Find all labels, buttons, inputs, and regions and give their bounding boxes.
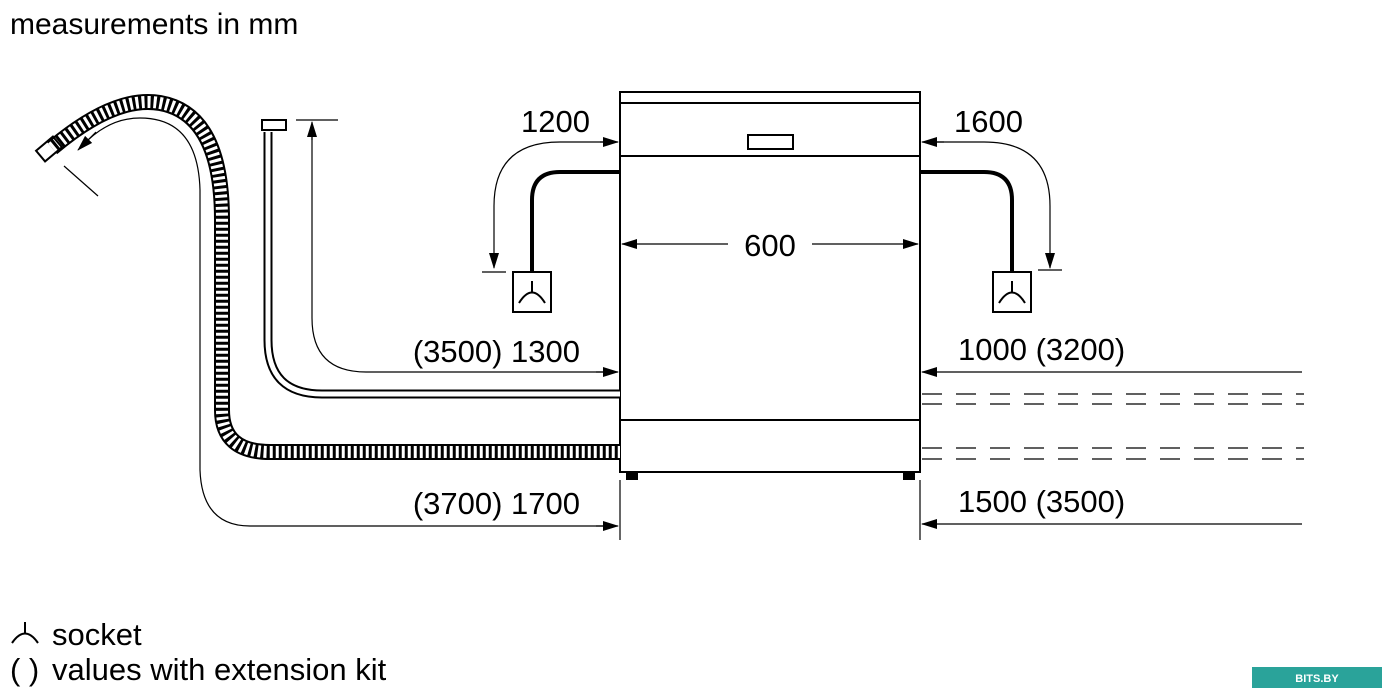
watermark: BITS.BY bbox=[1252, 667, 1382, 688]
right-power-cable-label: 1600 bbox=[954, 104, 1023, 139]
hose-connector-icon bbox=[261, 119, 287, 131]
legend-parens-symbol: ( ) bbox=[10, 652, 39, 687]
left-power-cable: 1200 bbox=[482, 104, 620, 313]
legend-socket-label: socket bbox=[52, 617, 142, 652]
width-dimension: 600 bbox=[621, 228, 919, 263]
dishwasher-front bbox=[619, 91, 921, 480]
watermark-text: BITS.BY bbox=[1295, 673, 1339, 685]
drain-end-icon bbox=[34, 135, 64, 163]
socket-icon bbox=[11, 622, 39, 644]
right-power-cable: 1600 bbox=[920, 104, 1062, 313]
right-foot bbox=[903, 472, 915, 480]
right-water-supply: 1000 (3200) bbox=[921, 332, 1304, 405]
right-drain-label: 1500 (3500) bbox=[958, 484, 1125, 519]
legend-extension-label: values with extension kit bbox=[52, 652, 387, 687]
door-handle bbox=[747, 134, 794, 150]
right-water-supply-label: 1000 (3200) bbox=[958, 332, 1125, 367]
left-foot bbox=[626, 472, 638, 480]
water-supply-hose: (3500) 1300 bbox=[261, 119, 620, 399]
legend: socket ( ) values with extension kit bbox=[10, 617, 387, 687]
left-power-cable-label: 1200 bbox=[521, 104, 590, 139]
left-drain-label: (3700) 1700 bbox=[413, 486, 580, 521]
left-water-supply-label: (3500) 1300 bbox=[413, 334, 580, 369]
diagram-title: measurements in mm bbox=[10, 8, 298, 41]
right-socket-icon bbox=[992, 271, 1032, 313]
drain-hose: (3700) 1700 bbox=[34, 94, 620, 531]
right-drain: 1500 (3500) bbox=[921, 447, 1304, 529]
left-socket-icon bbox=[512, 271, 552, 313]
width-label: 600 bbox=[744, 228, 796, 263]
